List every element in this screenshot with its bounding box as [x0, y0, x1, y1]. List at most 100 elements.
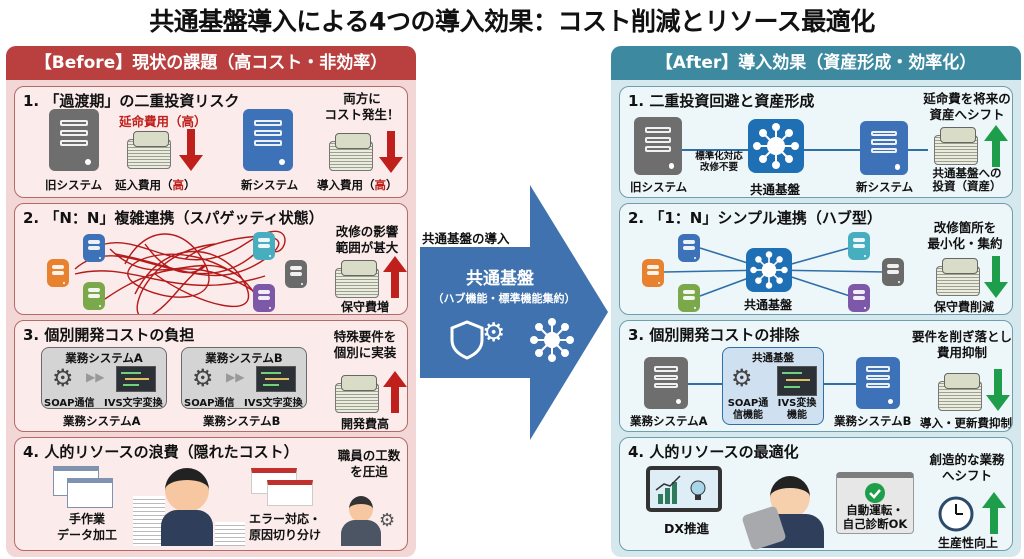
green-down-arrow-icon — [984, 256, 1008, 298]
money-stack-icon — [127, 131, 171, 169]
maintenance-cost-reduction-label: 保守費削減 — [934, 300, 995, 314]
productivity-label: 生産性向上 — [938, 536, 999, 550]
after-card2-note: 改修箇所を最小化・集約 — [927, 220, 1003, 252]
arrow-shape — [420, 185, 608, 440]
server-icon-teal — [253, 232, 275, 260]
server-icon-blue — [678, 234, 700, 262]
money-stack-icon — [329, 133, 373, 171]
before-card3-note: 特殊要件を個別に実装 — [333, 329, 397, 361]
before-card-nn-integration: 2. 「N：N」複雑連携（スパゲッティ状態） 改修の影響範囲が甚大 保守費増 — [14, 203, 408, 315]
investment-label: 共通基盤への投資（資産） — [932, 166, 1002, 194]
before-card-human-resources: 4. 人的リソースの浪費（隠れたコスト） 手作業データ加工 エラー対応・原因切り… — [14, 437, 408, 551]
before-card2-note: 改修の影響範囲が甚大 — [335, 224, 399, 256]
after-card3-note: 要件を削ぎ落とし費用抑制 — [911, 329, 1012, 361]
old-system-label: 旧システム — [45, 178, 103, 192]
system-b-box: 業務システムB ⚙ ▶▶ SOAP通信 IVS文字変換 — [181, 347, 307, 409]
after-card4-note: 創造的な業務へシフト — [929, 452, 1005, 484]
gears-icon: ⚙ — [731, 364, 753, 392]
arrow-caption: 共通基盤の導入 — [422, 231, 510, 246]
shield-icon — [450, 320, 484, 360]
old-system-server-icon — [634, 117, 682, 175]
common-platform-hub-icon — [746, 248, 792, 292]
server-icon-purple — [848, 284, 870, 312]
system-a-server-icon — [644, 357, 688, 409]
staff-person-icon — [349, 496, 373, 522]
gears-icon: ⚙ — [482, 318, 506, 348]
page-title: 共通基盤導入による4つの導入効果：コスト削減とリソース最適化 — [149, 7, 875, 36]
double-chevron-icon: ▶▶ — [226, 370, 245, 384]
new-system-server-icon — [243, 109, 293, 171]
red-down-arrow-icon — [379, 131, 403, 173]
staff-suit — [341, 520, 381, 546]
check-circle-icon — [865, 483, 885, 503]
new-system-label: 新システム — [856, 180, 914, 194]
after-header: 【After】導入効果（資産形成・効率化） — [611, 46, 1021, 80]
card-title: 4. 人的リソースの浪費（隠れたコスト） — [23, 443, 299, 461]
after-card-resource-optimization: 4. 人的リソースの最適化 DX推進 自動運転・自己診断OK 創造的な業務へシフ… — [619, 437, 1013, 551]
before-card-double-investment: 1. 「過渡期」の二重投資リスク 旧システム 延命費用（高） 延入費用（高） 新… — [14, 86, 408, 198]
paper-stack-icon — [133, 496, 165, 546]
before-card-individual-dev: 3. 個別開発コストの負担 業務システムA ⚙ ▶▶ SOAP通信 IVS文字変… — [14, 320, 408, 432]
red-up-arrow-icon — [383, 256, 407, 298]
server-icon-purple — [253, 284, 275, 312]
code-editor-icon — [116, 366, 156, 392]
worker-suit — [161, 510, 213, 546]
auto-operation-window: 自動運転・自己診断OK — [836, 472, 914, 534]
platform-box: 共通基盤 ⚙ SOAP通信機能 IVS変換機能 — [722, 347, 824, 425]
money-stack-icon — [938, 373, 982, 411]
system-b-label: 業務システムB — [834, 414, 912, 428]
card-title: 2. 「N：N」複雑連携（スパゲッティ状態） — [23, 209, 324, 227]
error-handling-label: エラー対応・原因切り分け — [249, 512, 322, 542]
network-hub-icon — [530, 318, 574, 362]
card-title: 4. 人的リソースの最適化 — [628, 443, 799, 461]
stressed-worker-icon — [165, 468, 209, 512]
card-title: 3. 個別開発コストの排除 — [628, 326, 800, 344]
before-card4-note: 職員の工数を圧迫 — [337, 448, 401, 480]
extension-cost-label: 延命費用（高） — [119, 114, 207, 129]
system-a-box: 業務システムA ⚙ ▶▶ SOAP通信 IVS文字変換 — [41, 347, 167, 409]
spreadsheet-icon — [67, 478, 113, 508]
card-title: 2. 「1：N」シンプル連携（ハブ型） — [628, 209, 882, 227]
cost-suppression-label: 導入・更新費抑制 — [920, 416, 1012, 430]
server-icon-green — [83, 282, 105, 310]
arrow-title: 共通基盤 — [466, 269, 534, 289]
money-stack-icon — [335, 260, 379, 298]
card-title: 1. 二重投資回避と資産形成 — [628, 92, 815, 110]
transition-arrow — [420, 185, 608, 440]
arrow-subtitle: （ハブ機能・標準機能集約） — [432, 292, 576, 305]
common-platform-hub-icon — [748, 119, 804, 173]
after-card1-note: 延命費を将来の資産へシフト — [923, 91, 1011, 123]
dx-tablet-icon — [646, 466, 722, 512]
before-header: 【Before】現状の課題（高コスト・非効率） — [6, 46, 416, 80]
system-b-server-icon — [856, 357, 900, 409]
before-panel: 【Before】現状の課題（高コスト・非効率） 1. 「過渡期」の二重投資リスク… — [6, 46, 416, 557]
maintenance-cost-increase-label: 保守費増 — [341, 300, 390, 314]
old-system-server-icon — [49, 109, 99, 171]
intro-cost-caption: 延入費用（導入費用（高） — [317, 178, 398, 192]
double-chevron-icon: ▶▶ — [86, 370, 105, 384]
green-up-arrow-icon — [982, 492, 1006, 534]
hub-label: 共通基盤 — [750, 182, 801, 197]
hub-label: 共通基盤 — [744, 298, 793, 312]
gear-icon: ⚙ — [379, 510, 396, 531]
after-card-hub-integration: 2. 「1：N」シンプル連携（ハブ型） 共通基盤 改修箇所を最小化・集約 保守費… — [619, 203, 1013, 315]
system-a-label: 業務システムA — [630, 414, 708, 428]
card-title: 3. 個別開発コストの負担 — [23, 326, 195, 344]
after-panel: 【After】導入効果（資産形成・効率化） 1. 二重投資回避と資産形成 旧シス… — [611, 46, 1021, 557]
server-icon-orange — [642, 259, 664, 287]
money-stack-icon — [936, 258, 980, 296]
server-icon-gray — [285, 260, 307, 288]
dx-promotion-label: DX推進 — [664, 521, 710, 536]
green-up-arrow-icon — [984, 125, 1008, 167]
after-card-asset-formation: 1. 二重投資回避と資産形成 旧システム 標準化対応改修不要 共通基盤 新システ… — [619, 86, 1013, 198]
gears-icon: ⚙ — [52, 364, 74, 392]
clock-icon — [938, 496, 974, 532]
after-card-eliminate-dev: 3. 個別開発コストの排除 業務システムA 共通基盤 ⚙ SOAP通信機能 IV… — [619, 320, 1013, 432]
error-dialog-icon — [267, 480, 313, 506]
system-a-caption: 業務システムA — [63, 414, 141, 428]
money-stack-icon — [335, 375, 379, 413]
money-stack-icon — [934, 127, 978, 165]
dev-cost-high-label: 開発費高 — [341, 417, 390, 431]
server-icon-blue — [83, 234, 105, 262]
server-icon-green — [678, 284, 700, 312]
